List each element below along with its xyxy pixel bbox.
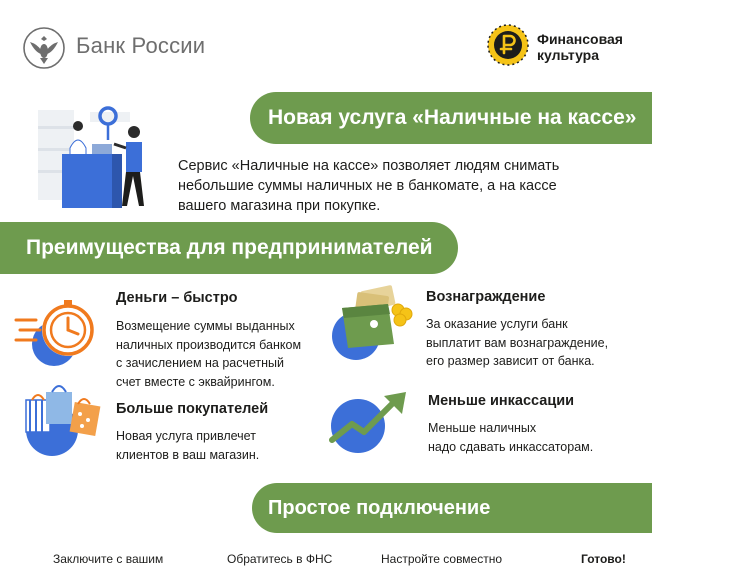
benefit-title-less-collection: Меньше инкассации <box>428 393 575 409</box>
benefit-line: Возмещение суммы выданных <box>116 319 295 333</box>
benefit-title-fast-money: Деньги – быстро <box>116 290 238 306</box>
description-line: вашего магазина при покупке. <box>178 198 381 214</box>
benefit-line: счет вместе с эквайрингом. <box>116 374 275 389</box>
wallet-coins-icon <box>332 285 413 360</box>
benefit-line: Новая услуга привлечет <box>116 429 256 443</box>
service-description: Сервис «Наличные на кассе» позволяет люд… <box>178 156 598 216</box>
benefit-line: За оказание услуги банк <box>426 317 568 331</box>
cashier-illustration <box>38 106 144 208</box>
benefit-line: надо сдавать инкассаторам. <box>428 439 594 454</box>
description-line: Сервис «Наличные на кассе» позволяет люд… <box>178 158 560 174</box>
service-title-banner: Новая услуга «Наличные на кассе» <box>250 92 652 144</box>
financial-culture-ruble-icon <box>487 24 529 66</box>
benefit-text-less-collection: Меньше наличных надо сдавать инкассатора… <box>428 419 593 456</box>
benefit-line: наличных производится банком <box>116 337 302 352</box>
benefit-line: клиентов в ваш магазин. <box>116 447 260 462</box>
benefit-title-reward: Вознаграждение <box>426 289 546 305</box>
bank-of-russia-eagle-icon <box>23 27 65 69</box>
growth-arrow-icon <box>329 392 406 453</box>
shopping-bags-icon <box>25 385 101 456</box>
benefit-line: с зачислением на расчетный <box>116 356 285 370</box>
connection-title-banner: Простое подключение <box>252 483 652 533</box>
fin-name-line-2: культура <box>537 47 600 63</box>
step-2-text: Обратитесь в ФНС <box>227 552 333 566</box>
bank-name: Банк России <box>76 33 206 58</box>
service-title: Новая услуга «Наличные на кассе» <box>268 106 637 129</box>
step-4-text: Готово! <box>581 552 626 566</box>
financial-culture-name: Финансовая культура <box>537 31 623 63</box>
benefit-text-reward: За оказание услуги банк выплатит вам воз… <box>426 315 608 371</box>
benefit-line: Меньше наличных <box>428 421 537 435</box>
connection-title: Простое подключение <box>268 496 491 519</box>
benefit-text-fast-money: Возмещение суммы выданных наличных произ… <box>116 317 301 391</box>
stopwatch-icon <box>14 300 94 366</box>
benefits-title-banner: Преимущества для предпринимателей <box>0 222 458 274</box>
step-3-text: Настройте совместно <box>381 552 503 566</box>
benefits-title: Преимущества для предпринимателей <box>26 236 433 259</box>
benefit-text-more-customers: Новая услуга привлечет клиентов в ваш ма… <box>116 427 259 464</box>
fin-name-line-1: Финансовая <box>537 31 623 47</box>
benefit-title-more-customers: Больше покупателей <box>116 401 269 417</box>
description-line: небольшие суммы наличных не в банкомате,… <box>178 178 557 194</box>
benefit-line: его размер зависит от банка. <box>426 354 595 368</box>
step-1-text: Заключите с вашим <box>53 552 164 566</box>
benefit-line: выплатит вам вознаграждение, <box>426 335 609 350</box>
